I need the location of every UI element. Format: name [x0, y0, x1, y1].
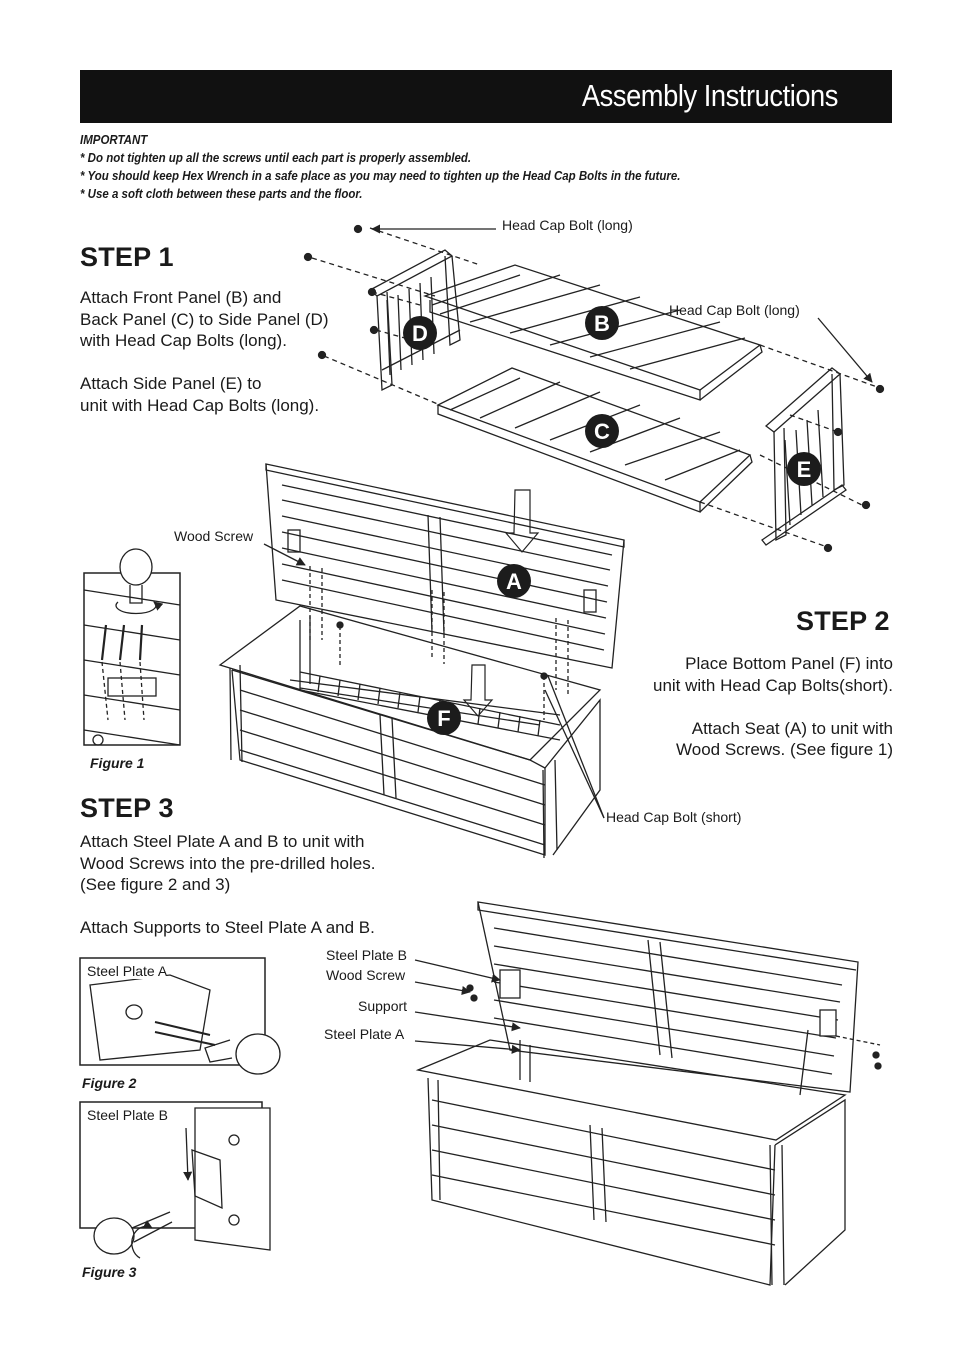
part-f-badge: F: [437, 706, 450, 731]
callout-wood-screw-3: Wood Screw: [326, 967, 406, 983]
step2-line: unit with Head Cap Bolts(short).: [653, 675, 893, 695]
step1-line: Attach Side Panel (E) to: [80, 374, 262, 393]
step3-line: Attach Supports to Steel Plate A and B.: [80, 918, 375, 937]
callout-wood-screw: Wood Screw: [174, 528, 254, 544]
step3-line: Attach Steel Plate A and B to unit with: [80, 832, 365, 851]
part-a-badge: A: [506, 569, 522, 594]
figure2-drawing: [79, 957, 281, 1075]
bench-open-drawing: [415, 901, 859, 1286]
page-title: Assembly Instructions: [581, 78, 839, 113]
step1-title: STEP 1: [80, 242, 174, 272]
step1-line: unit with Head Cap Bolts (long).: [80, 395, 320, 415]
important-notes: IMPORTANT * Do not tighten up all the sc…: [80, 131, 680, 203]
front-panel-b-drawing: [422, 264, 763, 401]
step2-line: Wood Screws. (See figure 1): [676, 740, 893, 759]
callout-steel-plate-a: Steel Plate A: [324, 1026, 405, 1042]
callout-steel-plate-b: Steel Plate B: [326, 947, 407, 963]
step1-line: Attach Front Panel (B) and: [80, 288, 282, 307]
callout-bolt-short: Head Cap Bolt (short): [606, 809, 742, 825]
step1-line: Back Panel (C) to Side Panel (D): [80, 309, 329, 329]
step3-line: Wood Screws into the pre-drilled holes.: [80, 853, 376, 873]
step2-line: Attach Seat (A) to unit with: [691, 718, 893, 738]
step1-line: with Head Cap Bolts (long).: [80, 331, 287, 350]
step2-instructions: Place Bottom Panel (F) into unit with He…: [653, 653, 893, 761]
seat-a-drawing: [265, 463, 625, 669]
part-badges: [403, 306, 821, 735]
step3-instructions: Attach Steel Plate A and B to unit with …: [80, 831, 375, 939]
figure1-caption: Figure 1: [90, 755, 145, 771]
figure2-label: Steel Plate A: [87, 963, 168, 979]
step2-line: Place Bottom Panel (F) into: [685, 654, 893, 673]
important-note: * You should keep Hex Wrench in a safe p…: [80, 169, 681, 183]
bench-box-drawing: [218, 605, 602, 859]
figure1-drawing: [83, 548, 181, 746]
figure3-label: Steel Plate B: [87, 1107, 168, 1123]
step1-instructions: Attach Front Panel (B) and Back Panel (C…: [80, 287, 329, 416]
important-note: * Use a soft cloth between these parts a…: [80, 187, 363, 201]
callout-support: Support: [358, 998, 408, 1014]
back-panel-c-drawing: [436, 367, 753, 513]
figure2-caption: Figure 2: [82, 1075, 137, 1091]
important-heading: IMPORTANT: [80, 133, 148, 147]
figure3-drawing: [79, 1101, 271, 1259]
header-bar: Assembly Instructions: [80, 70, 892, 123]
step3-line: (See figure 2 and 3): [80, 875, 231, 894]
part-d-badge: D: [412, 321, 428, 346]
callout-bolt-long-right: Head Cap Bolt (long): [669, 302, 800, 318]
part-e-badge: E: [797, 457, 812, 482]
step3-title: STEP 3: [80, 793, 174, 823]
figure3-caption: Figure 3: [82, 1264, 137, 1280]
callout-bolt-long-top: Head Cap Bolt (long): [502, 217, 633, 233]
part-c-badge: C: [594, 419, 610, 444]
part-b-badge: B: [594, 311, 610, 336]
step2-title: STEP 2: [796, 606, 890, 636]
important-note: * Do not tighten up all the screws until…: [80, 151, 472, 165]
